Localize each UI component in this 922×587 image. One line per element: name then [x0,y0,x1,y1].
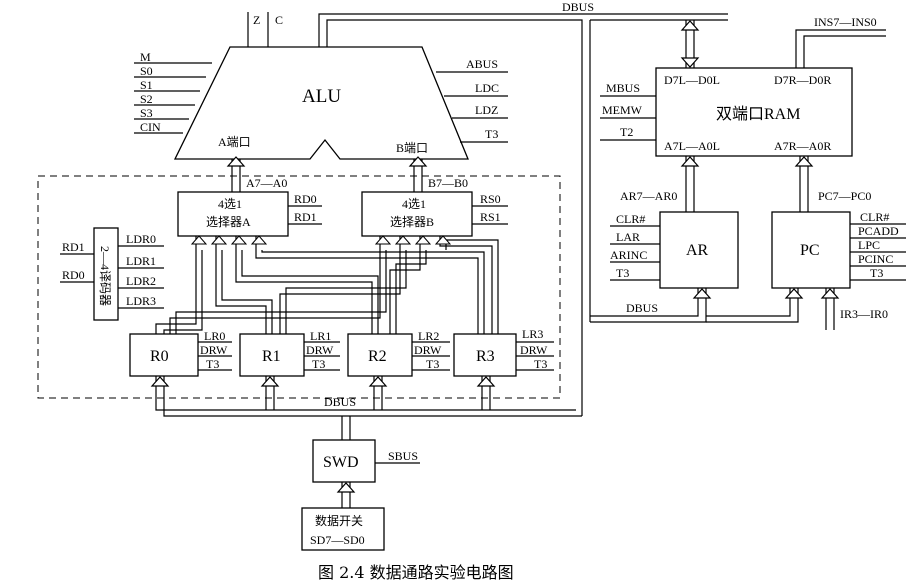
decoder-ldr0: LDR0 [126,232,156,246]
selector-a-rd1: RD1 [294,210,317,224]
decoder-in-rd1: RD1 [62,240,85,254]
selector-b-line1: 4选1 [402,197,426,211]
ram-addr-left: A7L—A0L [664,139,720,153]
alu-port-b: B端口 [396,141,428,155]
selector-b-rs0: RS0 [480,192,501,206]
switch-line1: 数据开关 [315,513,363,528]
swd-unit: SWD SBUS [312,416,420,508]
pc-ir: IR3—IR0 [840,307,888,321]
b-bus-label: B7—B0 [428,176,468,190]
ar-t3: T3 [616,266,629,280]
selector-a-line1: 4选1 [218,197,242,211]
dbus-top-label: DBUS [562,0,594,14]
ar-clr: CLR# [616,212,645,226]
signal-s1: S1 [140,78,153,92]
register-r1: R1 LR1 DRW T3 [239,329,340,377]
pc-lpc: LPC [858,238,880,252]
swd-sbus: SBUS [388,449,418,463]
signal-s2: S2 [140,92,153,106]
register-r0-drw: DRW [200,343,228,357]
alu-left-signals: M S0 S1 S2 S3 CIN [134,50,212,134]
register-r0-label: R0 [150,348,169,365]
selector-a-line2: 选择器A [206,215,251,229]
register-r1-t3: T3 [312,357,325,371]
alu-unit: ALU A端口 B端口 [173,46,469,160]
pc-clr: CLR# [860,210,889,224]
dual-port-ram: 双端口RAM D7L—D0L D7R—D0R A7L—A0L A7R—A0R M… [600,67,853,157]
ram-label: 双端口RAM [716,105,800,123]
ar-register: AR AR7—AR0 CLR# LAR ARINC T3 DBUS [590,156,739,323]
signal-ldz: LDZ [475,103,498,117]
selector-a-rd0: RD0 [294,192,317,206]
a-bus-label: A7—A0 [246,176,287,190]
pc-bus: PC7—PC0 [818,189,871,203]
signal-cin: CIN [140,120,161,134]
register-r3-label: R3 [476,348,495,365]
ram-right-port: D7R—D0R [774,73,831,87]
decoder-2-4: 2—4译码器 RD1 RD0 LDR0 LDR1 LDR2 LDR3 [60,227,164,321]
register-r3: R3 LR3 DRW T3 [453,327,554,377]
decoder-ldr2: LDR2 [126,274,156,288]
register-r2: R2 LR2 DRW T3 [347,329,450,377]
decoder-label: 2—4译码器 [98,246,112,306]
selector-b-rs1: RS1 [480,210,501,224]
ram-memw: MEMW [602,103,643,117]
pc-pcadd: PCADD [858,224,899,238]
register-r3-lr: LR3 [522,327,543,341]
signal-s3: S3 [140,106,153,120]
register-r2-label: R2 [368,348,387,365]
decoder-ldr1: LDR1 [126,254,156,268]
alu-label: ALU [302,86,341,107]
register-to-selector-buses [155,235,499,334]
selector-a: 4选1 选择器A RD0 RD1 [177,191,322,237]
alu-right-signals: ABUS LDC LDZ T3 [436,57,508,143]
selector-b: 4选1 选择器B RS0 RS1 [361,191,508,237]
register-r0: R0 LR0 DRW T3 [129,329,232,377]
register-r0-lr: LR0 [204,329,225,343]
signal-t3-alu: T3 [485,127,498,141]
decoder-ldr3: LDR3 [126,294,156,308]
ram-addr-right: A7R—A0R [774,139,831,153]
register-r3-t3: T3 [534,357,547,371]
register-r2-t3: T3 [426,357,439,371]
switch-line2: SD7—SD0 [310,533,365,547]
decoder-in-rd0: RD0 [62,268,85,282]
ram-ins: INS7—INS0 [814,15,877,29]
ram-mbus: MBUS [606,81,640,95]
flag-c: C [275,13,283,27]
register-r0-t3: T3 [206,357,219,371]
swd-label: SWD [323,454,359,471]
alu-port-a: A端口 [218,135,251,149]
ar-label: AR [686,242,709,259]
dbus-to-registers: DBUS [150,376,582,417]
data-switch: 数据开关 SD7—SD0 [301,507,385,551]
ar-arinc: ARINC [610,248,647,262]
signal-s0: S0 [140,64,153,78]
signal-ldc: LDC [475,81,499,95]
register-r3-drw: DRW [520,343,548,357]
register-r1-label: R1 [262,348,281,365]
ar-lar: LAR [616,230,640,244]
ram-left-port: D7L—D0L [664,73,720,87]
pc-register: PC PC7—PC0 CLR# PCADD LPC PCINC T3 IR3—I… [706,156,906,330]
signal-m: M [140,50,151,64]
pc-label: PC [800,242,820,259]
register-r2-lr: LR2 [418,329,439,343]
selector-b-line2: 选择器B [390,215,434,229]
ar-dbus: DBUS [626,301,658,315]
figure-caption: 图 2.4 数据通路实验电路图 [318,563,514,582]
register-r2-drw: DRW [414,343,442,357]
pc-pcinc: PCINC [858,252,893,266]
register-r1-drw: DRW [306,343,334,357]
ar-bus: AR7—AR0 [620,189,677,203]
ram-t2: T2 [620,125,633,139]
pc-t3: T3 [870,266,883,280]
dbus-bottom-label: DBUS [324,395,356,409]
signal-abus: ABUS [466,57,498,71]
register-r1-lr: LR1 [310,329,331,343]
flag-z: Z [253,13,260,27]
